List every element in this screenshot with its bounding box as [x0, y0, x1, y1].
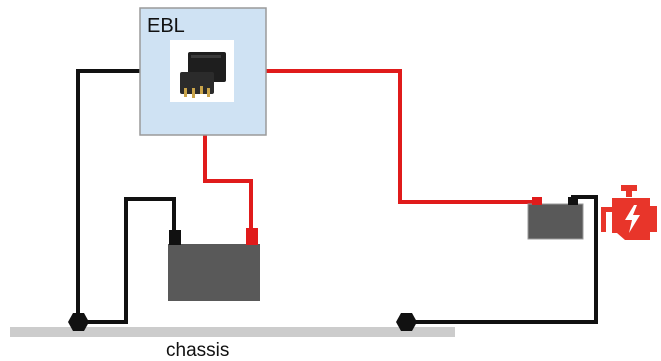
ground-nut-icon — [396, 313, 417, 331]
main-battery — [168, 228, 260, 301]
aux-battery-positive-wire — [266, 69, 537, 204]
main-battery-positive-wire — [203, 135, 253, 228]
chassis-bar — [10, 327, 455, 337]
main-battery-positive-terminal — [246, 228, 258, 245]
aux-battery-negative-terminal — [568, 197, 578, 205]
relay-icon — [170, 40, 234, 102]
engine-icon — [601, 185, 657, 240]
positive-wires — [203, 69, 537, 228]
aux-battery-positive-terminal — [532, 197, 542, 205]
aux-battery-body — [527, 203, 584, 240]
ground-nut-icon — [68, 313, 89, 331]
aux-battery — [527, 197, 584, 240]
ebl-box: EBL — [139, 7, 267, 136]
main-battery-body — [168, 244, 260, 301]
chassis-label: chassis — [166, 340, 229, 361]
ebl-label: EBL — [147, 15, 185, 37]
main-battery-ground-wire — [78, 197, 176, 324]
main-battery-negative-terminal — [169, 230, 181, 245]
ebl-ground-wire — [76, 69, 140, 319]
